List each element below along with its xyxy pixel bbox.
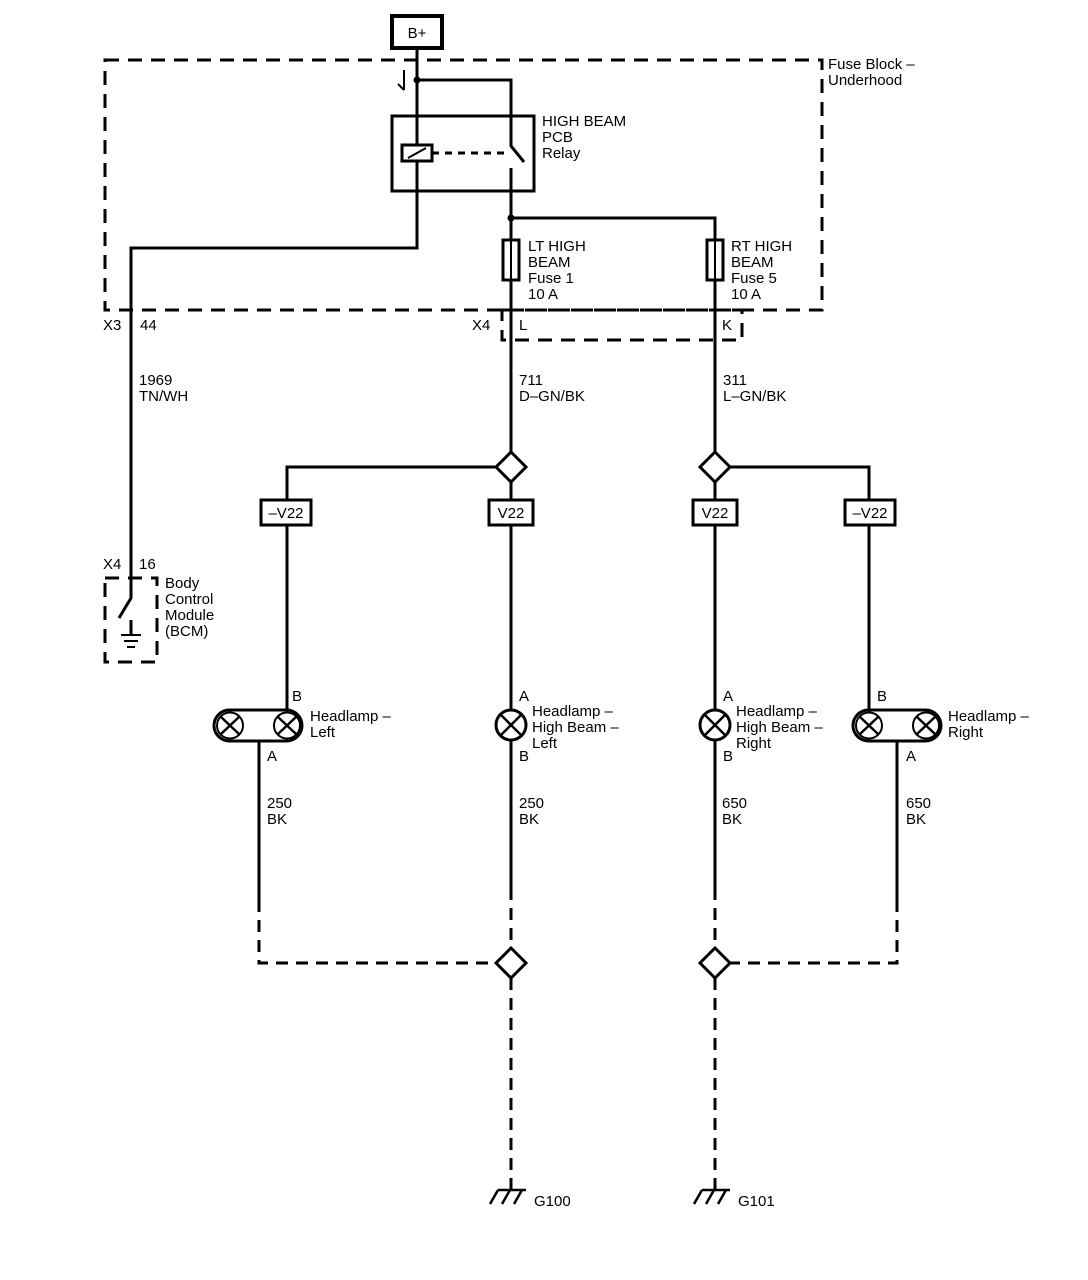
headlamp-left-label-2: Left [310, 724, 336, 741]
svg-text:–V22: –V22 [268, 505, 303, 522]
wire-711-color: D–GN/BK [519, 388, 585, 405]
battery-feed-wire [415, 48, 513, 116]
lt-fuse-label-4: 10 A [528, 286, 558, 303]
relay-label-1: HIGH BEAM [542, 113, 626, 130]
fuse-block-label-2: Underhood [828, 72, 902, 89]
connector-x4-pin-k: K [722, 317, 732, 334]
chassis-ground-g100-icon [488, 1188, 526, 1205]
right-splice-branch [730, 465, 871, 500]
option-box-3: V22 [691, 498, 739, 527]
rt-fuse-label-1: RT HIGH [731, 238, 792, 255]
relay-label-3: Relay [542, 145, 581, 162]
headlamp-right [851, 708, 943, 743]
hb-right-pin-top: A [723, 688, 733, 705]
bcm-connector: X4 [103, 556, 121, 573]
wire-250a-circuit: 250 [267, 795, 292, 812]
headlamp-left-label-1: Headlamp – [310, 708, 392, 725]
rt-fuse-label-4: 10 A [731, 286, 761, 303]
headlamp-high-beam-right [698, 708, 732, 742]
hb-left-label-1: Headlamp – [532, 703, 614, 720]
rt-high-beam-fuse [705, 238, 725, 282]
wire-1969-circuit: 1969 [139, 372, 172, 389]
ground-branch-right [730, 900, 899, 965]
headlamp-right-label-2: Right [948, 724, 984, 741]
headlamp-right-label-1: Headlamp – [948, 708, 1030, 725]
ground-label-g101: G101 [738, 1193, 775, 1210]
hb-left-label-2: High Beam – [532, 719, 619, 736]
relay-switch [509, 116, 526, 163]
wire-650a-color: BK [722, 811, 742, 828]
left-splice-diamond [493, 449, 529, 485]
rt-fuse-label-2: BEAM [731, 254, 774, 271]
right-splice-diamond [697, 449, 733, 485]
wire-311-circuit: 311 [723, 372, 747, 389]
relay-label-2: PCB [542, 129, 573, 146]
hb-left-pin-bottom: B [519, 748, 529, 765]
headlamp-right-pin-bottom: A [906, 748, 916, 765]
lt-fuse-label-2: BEAM [528, 254, 571, 271]
ground-splice-right [697, 945, 733, 981]
hb-left-label-3: Left [532, 735, 558, 752]
lt-fuse-label-3: Fuse 1 [528, 270, 574, 287]
bcm-switch [117, 578, 133, 619]
relay-control-wire [129, 191, 419, 578]
hb-left-pin-top: A [519, 688, 529, 705]
fuse-block-boundary [103, 58, 824, 312]
option-box-4: –V22 [843, 498, 897, 527]
wire-250a-color: BK [267, 811, 287, 828]
option-box-1: –V22 [259, 498, 313, 527]
hb-right-pin-bottom: B [723, 748, 733, 765]
svg-text:–V22: –V22 [852, 505, 887, 522]
headlamp-high-beam-left [494, 708, 528, 742]
left-splice-branch [285, 465, 496, 500]
bcm-label-4: (BCM) [165, 623, 208, 640]
ground-branch-left [257, 900, 496, 965]
connector-x4: X4 [472, 317, 490, 334]
hb-right-label-2: High Beam – [736, 719, 823, 736]
wire-650b-color: BK [906, 811, 926, 828]
connector-x4-housing [500, 308, 744, 342]
headlamp-left-pin-bottom: A [267, 748, 277, 765]
option-box-2: V22 [487, 498, 535, 527]
fuse-block-label-1: Fuse Block – [828, 56, 915, 73]
bcm-pin: 16 [139, 556, 156, 573]
connector-x3: X3 [103, 317, 121, 334]
rt-fuse-feed-wire [511, 216, 717, 240]
high-beam-relay [390, 80, 536, 193]
headlamp-left [212, 708, 304, 743]
bcm-label-1: Body [165, 575, 200, 592]
wire-311-color: L–GN/BK [723, 388, 786, 405]
wire-650b-circuit: 650 [906, 795, 931, 812]
svg-text:V22: V22 [702, 505, 729, 522]
headlamp-left-pin-top: B [292, 688, 302, 705]
wire-650a-circuit: 650 [722, 795, 747, 812]
lt-high-beam-fuse [501, 218, 521, 282]
connector-x3-pin: 44 [140, 317, 157, 334]
hb-right-label-1: Headlamp – [736, 703, 818, 720]
hb-right-label-3: Right [736, 735, 772, 752]
wire-250b-circuit: 250 [519, 795, 544, 812]
bcm-ground-icon [121, 634, 141, 648]
connector-x4-pin-l: L [519, 317, 527, 334]
rt-fuse-label-3: Fuse 5 [731, 270, 777, 287]
power-label: B+ [408, 25, 427, 42]
bcm-label-2: Control [165, 591, 213, 608]
bcm-label-3: Module [165, 607, 214, 624]
headlamp-right-pin-top: B [877, 688, 887, 705]
chassis-ground-g101-icon [692, 1188, 730, 1205]
lt-fuse-label-1: LT HIGH [528, 238, 586, 255]
ground-label-g100: G100 [534, 1193, 571, 1210]
svg-text:V22: V22 [498, 505, 525, 522]
fuse-block-bus-mark [397, 70, 405, 91]
battery-positive-source: B+ [390, 14, 444, 50]
ground-splice-left [493, 945, 529, 981]
wire-250b-color: BK [519, 811, 539, 828]
wire-1969-color: TN/WH [139, 388, 188, 405]
wire-711-circuit: 711 [519, 372, 543, 389]
